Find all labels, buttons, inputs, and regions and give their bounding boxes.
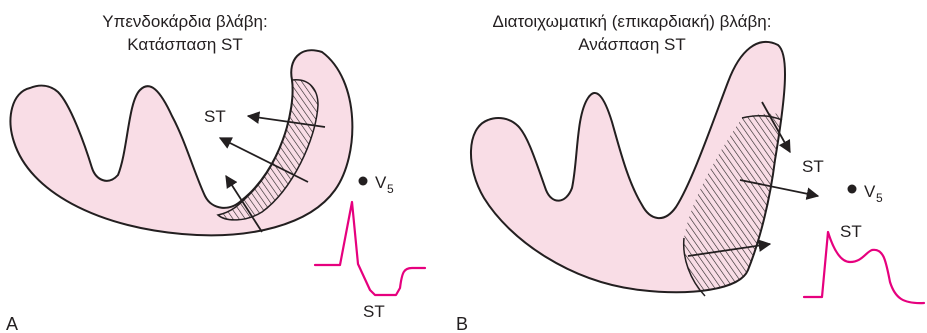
panel-a-title-line2: Κατάσπαση ST [127,35,242,54]
panel-a-lead-label: V [375,173,387,192]
panel-a-v5-electrode [359,177,368,186]
panel-a-title-line1: Υπενδοκάρδια βλάβη: [102,12,267,31]
panel-a-ecg-st-label: ST [363,302,385,321]
panel-b-lead-label: V [864,182,876,201]
panel-b-st-vector-label: ST [802,157,824,176]
panel-a-letter: A [6,314,18,333]
panel-a-ecg-trace [315,202,425,295]
panel-a-lead-subscript: 5 [387,182,394,196]
panel-b-ecg-st-label: ST [840,222,862,241]
panel-b-injury-zone [684,114,800,301]
panel-a-st-vector-label: ST [204,107,226,126]
panel-b-title-line2: Ανάσπαση ST [578,35,686,54]
panel-b-letter: B [456,314,468,333]
panel-b-lead-subscript: 5 [876,191,883,205]
panel-b: Διατοιχωματική (επικαρδιακή) βλάβη: Ανάσ… [456,12,924,333]
panel-b-title-line1: Διατοιχωματική (επικαρδιακή) βλάβη: [493,12,772,31]
panel-b-ecg-trace [804,232,924,303]
panel-a: Υπενδοκάρδια βλάβη: Κατάσπαση ST ST V 5 … [6,12,425,333]
panel-b-v5-electrode [848,185,857,194]
